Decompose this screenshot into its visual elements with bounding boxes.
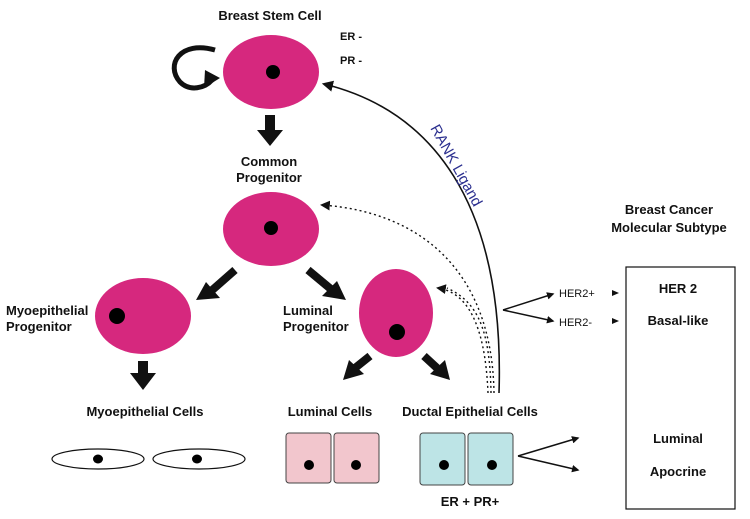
arrow-her2-negative xyxy=(502,309,555,324)
luminal-progenitor-label-2: Progenitor xyxy=(283,319,349,334)
subtype-her2: HER 2 xyxy=(659,281,697,296)
er-negative-label: ER - xyxy=(340,31,362,43)
down-arrow-icon xyxy=(130,361,156,390)
stem-cell xyxy=(223,35,319,109)
luminal-progenitor-label-1: Luminal xyxy=(283,303,333,318)
myoepithelial-cells-label: Myoepithelial Cells xyxy=(86,404,203,419)
ductal-cell xyxy=(419,432,466,486)
er-pr-positive-label: ER + PR+ xyxy=(441,494,500,509)
myo-progenitor-label-2: Progenitor xyxy=(6,319,72,334)
subtype-title-1: Breast Cancer xyxy=(625,202,713,217)
her2-negative-label: HER2- xyxy=(559,317,592,329)
subtype-title-2: Molecular Subtype xyxy=(611,220,727,235)
dotted-arrow-icon xyxy=(320,200,495,394)
rank-ligand-label: RANK Ligand xyxy=(427,122,486,210)
small-arrow-icon xyxy=(612,318,619,324)
myo-progenitor-label-1: Myoepithelial xyxy=(6,303,88,318)
common-progenitor-label-2: Progenitor xyxy=(236,170,302,185)
myoepithelial-cell xyxy=(51,448,145,470)
down-arrow-icon xyxy=(257,115,283,146)
luminal-cells-label: Luminal Cells xyxy=(288,404,373,419)
subtype-box xyxy=(625,266,736,510)
down-arrow-icon xyxy=(343,352,373,380)
arrow-to-apocrine xyxy=(517,455,580,473)
luminal-cell xyxy=(285,432,332,484)
down-arrow-icon xyxy=(305,266,346,300)
ductal-cell xyxy=(467,432,514,486)
down-arrow-icon xyxy=(196,266,238,300)
stem-cell-title: Breast Stem Cell xyxy=(218,8,321,23)
small-arrow-icon xyxy=(612,290,619,296)
myoepithelial-progenitor-cell xyxy=(95,278,191,354)
luminal-progenitor-cell xyxy=(359,269,433,357)
subtype-apocrine: Apocrine xyxy=(650,464,706,479)
ductal-cells-label: Ductal Epithelial Cells xyxy=(402,404,538,419)
arrow-her2-positive xyxy=(502,292,555,311)
her2-positive-label: HER2+ xyxy=(559,288,595,300)
subtype-luminal: Luminal xyxy=(653,431,703,446)
luminal-cell xyxy=(333,432,380,484)
myoepithelial-cell xyxy=(152,448,246,470)
common-progenitor-label-1: Common xyxy=(241,154,297,169)
self-renewal-arrow-icon xyxy=(171,45,220,91)
rank-ligand-arrow xyxy=(321,80,501,394)
down-arrow-icon xyxy=(421,353,450,380)
pr-negative-label: PR - xyxy=(340,55,362,67)
arrow-to-luminal xyxy=(517,436,580,457)
subtype-basal-like: Basal-like xyxy=(648,313,709,328)
common-progenitor-cell xyxy=(223,192,319,266)
